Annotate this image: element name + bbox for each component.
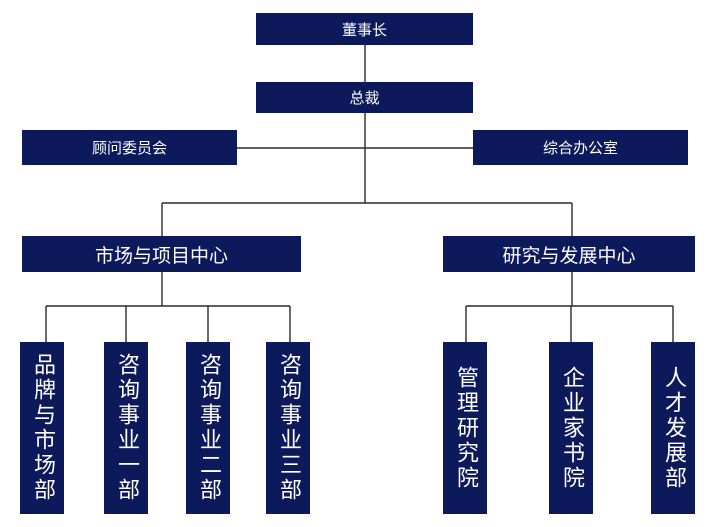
box-talent-dev-dept: 人才发展部 xyxy=(651,342,695,514)
box-management-institute: 管理研究院 xyxy=(443,342,487,514)
box-label: 综合办公室 xyxy=(542,139,618,157)
box-chairman: 董事长 xyxy=(256,13,473,45)
box-label: 总裁 xyxy=(349,89,380,107)
box-consulting-dept-2: 咨询事业二部 xyxy=(186,342,230,514)
box-entrepreneur-academy: 企业家书院 xyxy=(549,342,593,514)
box-label: 企业家书院 xyxy=(559,365,584,491)
box-general-office: 综合办公室 xyxy=(473,130,688,165)
box-market-center: 市场与项目中心 xyxy=(22,236,301,272)
box-brand-market-dept: 品牌与市场部 xyxy=(20,342,64,514)
box-label: 市场与项目中心 xyxy=(94,244,228,267)
box-label: 咨询事业二部 xyxy=(196,353,221,503)
box-label: 董事长 xyxy=(341,20,387,39)
box-rd-center: 研究与发展中心 xyxy=(443,236,695,272)
box-label: 顾问委员会 xyxy=(91,139,167,157)
box-label: 咨询事业一部 xyxy=(114,353,139,503)
box-advisory-committee: 顾问委员会 xyxy=(22,130,237,165)
box-president: 总裁 xyxy=(256,82,473,113)
box-consulting-dept-1: 咨询事业一部 xyxy=(104,342,148,514)
box-label: 咨询事业三部 xyxy=(276,353,301,503)
box-label: 管理研究院 xyxy=(453,365,478,491)
box-label: 品牌与市场部 xyxy=(30,353,55,503)
box-label: 人才发展部 xyxy=(661,365,686,491)
box-consulting-dept-3: 咨询事业三部 xyxy=(266,342,310,514)
box-label: 研究与发展中心 xyxy=(502,244,636,267)
